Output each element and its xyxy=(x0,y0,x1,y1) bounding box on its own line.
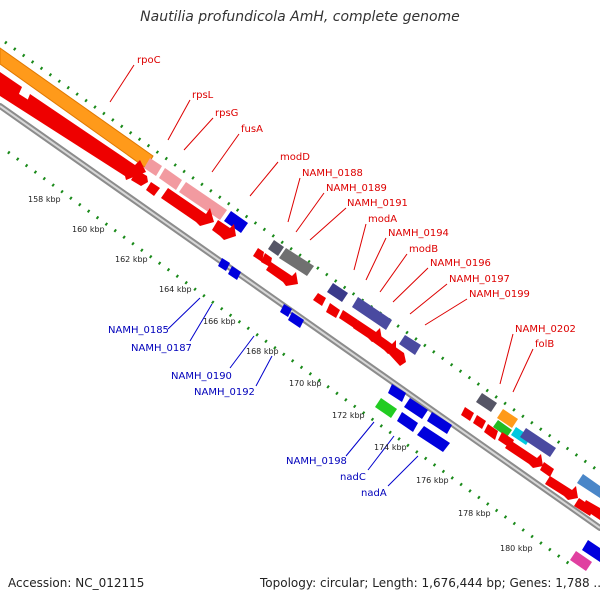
gene-red-9 xyxy=(353,320,382,342)
gene-red-7 xyxy=(326,303,340,318)
gene-red-2 xyxy=(131,170,148,186)
gene-label: modA xyxy=(368,214,397,225)
cog-0202 xyxy=(476,393,497,412)
ruler-label: 162 kbp xyxy=(115,255,148,264)
gene-red-13 xyxy=(473,415,486,429)
gene-label: NAMH_0189 xyxy=(326,183,387,194)
gene-red-fusA xyxy=(161,188,214,226)
inner-dotted-guide xyxy=(7,150,576,570)
map-title: Nautilia profundicola AmH, complete geno… xyxy=(140,9,460,25)
ruler-label: 158 kbp xyxy=(28,195,61,204)
gene-red-1 xyxy=(0,72,22,96)
gene-label: NAMH_0192 xyxy=(194,387,255,398)
cog-rpsL xyxy=(144,158,162,176)
gene-label: folB xyxy=(535,339,554,350)
reverse-strand-genes xyxy=(218,258,600,562)
gene-blue-5 xyxy=(388,384,406,402)
ruler-labels: 158 kbp 160 kbp 162 kbp 164 kbp 166 kbp … xyxy=(28,195,533,553)
topology-label: Topology: circular; Length: 1,676,444 bp… xyxy=(260,576,600,590)
gene-red-12 xyxy=(461,407,474,421)
gene-label: nadC xyxy=(340,472,366,483)
gene-label: NAMH_0196 xyxy=(430,258,491,269)
gene-red-6 xyxy=(266,262,298,286)
gene-blue-3 xyxy=(280,304,292,317)
gene-label: NAMH_0188 xyxy=(302,168,363,179)
gene-label: rpoC xyxy=(137,55,161,66)
cog-folB xyxy=(497,409,518,428)
cog-green xyxy=(493,420,512,437)
accession-label: Accession: NC_012115 xyxy=(8,576,145,590)
cog-rpsG xyxy=(159,168,182,190)
gene-red-20 xyxy=(582,500,600,520)
gene-red-4 xyxy=(253,248,264,262)
gene-blue-4 xyxy=(288,312,304,328)
forward-label-leaders xyxy=(109,64,534,393)
gene-red-5 xyxy=(261,253,272,267)
cog-modD xyxy=(224,211,248,233)
gene-blue-7 xyxy=(397,412,418,432)
gene-label: NAMH_0191 xyxy=(347,198,408,209)
gene-label: fusA xyxy=(241,124,263,135)
ruler-label: 174 kbp xyxy=(374,443,407,452)
gene-red-18 xyxy=(545,476,578,500)
cog-steelblue xyxy=(577,474,600,498)
genome-backbone xyxy=(0,103,600,531)
gene-blue-9 xyxy=(417,426,450,452)
gene-red-17 xyxy=(540,462,554,477)
ruler-label: 160 kbp xyxy=(72,225,105,234)
gene-red-3 xyxy=(146,182,160,196)
cog-modA xyxy=(327,283,348,302)
gene-label: NAMH_0197 xyxy=(449,274,510,285)
gene-blue-8 xyxy=(427,412,452,434)
gene-red-10 xyxy=(373,334,396,354)
ruler-label: 172 kbp xyxy=(332,411,365,420)
gene-label: modB xyxy=(409,244,438,255)
gene-blue-10 xyxy=(582,540,600,562)
ruler-label: 170 kbp xyxy=(289,379,322,388)
cog-modB xyxy=(399,335,421,355)
gene-label: NAMH_0185 xyxy=(108,325,169,336)
gene-red-16 xyxy=(505,440,543,468)
gene-red-8 xyxy=(339,310,358,328)
gene-label: NAMH_0194 xyxy=(388,228,449,239)
forward-strand-genes xyxy=(0,72,600,520)
gene-blue-1 xyxy=(218,258,230,271)
cog-0194 xyxy=(352,297,392,330)
ruler-label: 180 kbp xyxy=(500,544,533,553)
gene-label: NAMH_0202 xyxy=(515,324,576,335)
ruler-label: 168 kbp xyxy=(246,347,279,356)
gene-magenta xyxy=(570,551,592,571)
cog-feature-ring xyxy=(0,47,600,498)
ruler-label: 178 kbp xyxy=(458,509,491,518)
gene-red-modD xyxy=(212,220,236,240)
gene-label: modD xyxy=(280,152,310,163)
gene-red-11 xyxy=(389,346,406,366)
cog-0188 xyxy=(268,240,284,256)
gene-label: rpsL xyxy=(192,90,214,101)
forward-gene-labels: rpoC rpsL rpsG fusA modD NAMH_0188 NAMH_… xyxy=(137,55,576,350)
gene-red-14 xyxy=(484,424,498,440)
ruler-label: 164 kbp xyxy=(159,285,192,294)
cog-purple xyxy=(520,428,556,457)
ruler-label: 166 kbp xyxy=(203,317,236,326)
reverse-label-leaders xyxy=(167,297,419,487)
outer-dotted-guide xyxy=(4,40,600,474)
gene-label: NAMH_0199 xyxy=(469,289,530,300)
gene-green-198 xyxy=(375,398,397,418)
gene-label: rpsG xyxy=(215,108,238,119)
gene-label: NAMH_0198 xyxy=(286,456,347,467)
gene-label: nadA xyxy=(361,488,387,499)
gene-red-rpoC-main xyxy=(26,94,146,180)
cog-fusA xyxy=(179,182,227,220)
cog-0189 xyxy=(279,248,314,276)
ruler-label: 176 kbp xyxy=(416,476,449,485)
reverse-gene-labels: NAMH_0185 NAMH_0187 NAMH_0190 NAMH_0192 … xyxy=(108,325,387,499)
gene-label: NAMH_0190 xyxy=(171,371,232,382)
gene-blue-6 xyxy=(404,398,428,419)
gene-label: NAMH_0187 xyxy=(131,343,192,354)
gene-red-modA xyxy=(313,293,326,306)
gene-blue-2 xyxy=(228,266,241,280)
